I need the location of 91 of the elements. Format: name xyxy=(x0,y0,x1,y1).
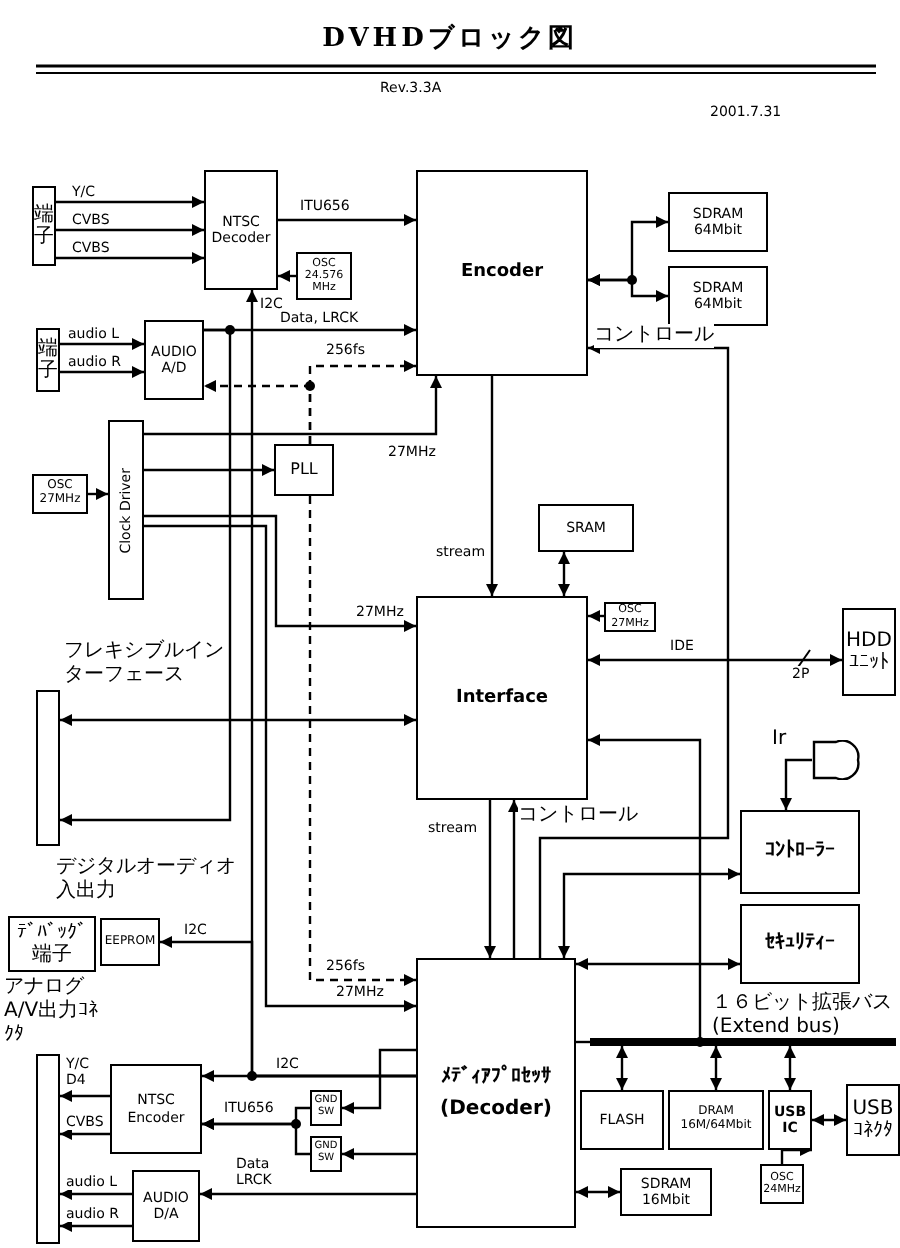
pll-block xyxy=(274,444,334,496)
arrow xyxy=(576,958,740,970)
arrow xyxy=(60,1128,110,1140)
arrow xyxy=(486,376,498,596)
side-label: デジタルオーディオ入出力 xyxy=(56,856,238,904)
usb-controller-block xyxy=(768,1090,812,1150)
arrow xyxy=(56,196,204,208)
arrow xyxy=(60,366,144,378)
side-label: １６ビット拡張バス (Extend bus) xyxy=(712,992,894,1040)
chip-block xyxy=(416,170,588,376)
clock-driver-block xyxy=(108,420,144,600)
dashed-arrow xyxy=(308,496,416,986)
decoder-block xyxy=(204,170,278,290)
connector-strip xyxy=(36,1054,60,1244)
node-label: ﾃﾞﾊﾞｯｸﾞ端子 xyxy=(15,921,89,967)
arrow xyxy=(60,338,144,350)
arrow xyxy=(588,610,604,622)
side-label: Ir xyxy=(772,728,789,752)
arrow xyxy=(202,1070,416,1082)
arrow xyxy=(588,654,842,666)
switch-block xyxy=(310,1090,342,1126)
node-label: 端子 xyxy=(38,338,58,382)
receiver-icon xyxy=(812,740,860,780)
converter-block xyxy=(144,320,204,400)
node-label: USB ｺﾈｸﾀ xyxy=(850,1097,896,1143)
arrow xyxy=(144,524,416,1012)
chip-block xyxy=(416,958,576,1228)
arrow xyxy=(558,552,570,596)
node-label: 端子 xyxy=(34,204,54,248)
arrow xyxy=(200,1188,416,1200)
arrow xyxy=(278,270,296,282)
arrow xyxy=(88,488,108,500)
encoder-block xyxy=(110,1064,202,1154)
arrow xyxy=(538,342,730,958)
usb-connector-block xyxy=(846,1084,900,1156)
arrow xyxy=(558,868,740,958)
edge-label: コントロール xyxy=(594,324,714,348)
arrow xyxy=(202,1118,310,1156)
dashed-arrow xyxy=(204,380,312,444)
diagram-title: DVHDブロック図 xyxy=(320,21,580,56)
arrow xyxy=(780,758,812,810)
side-label: アナログA/V出力ｺﾈｸﾀ xyxy=(4,976,101,1048)
arrow xyxy=(60,1090,110,1102)
memory-block xyxy=(668,266,768,326)
arrow xyxy=(576,1186,620,1198)
node-label: ｾｷｭﾘﾃｨｰ xyxy=(765,932,835,956)
security-block xyxy=(740,904,860,984)
memory-block xyxy=(620,1168,712,1216)
memory-block xyxy=(668,192,768,252)
arrow xyxy=(144,464,274,476)
memory-block xyxy=(580,1090,664,1150)
connector-strip xyxy=(32,186,56,266)
switch-block xyxy=(310,1136,342,1172)
arrow xyxy=(60,328,232,826)
arrow xyxy=(710,1046,722,1090)
arrow xyxy=(56,224,204,236)
node-label: ﾒﾃﾞｨｱﾌﾟﾛｾｯｻ xyxy=(441,1066,551,1089)
controller-block xyxy=(740,810,860,894)
side-label: フレキシブルインターフェース xyxy=(64,640,226,688)
node-label: ｺﾝﾄﾛｰﾗｰ xyxy=(765,840,835,864)
arrow xyxy=(56,252,204,264)
connector-strip xyxy=(36,328,60,392)
connector-strip xyxy=(36,690,60,846)
arrow xyxy=(60,714,416,726)
eeprom-block xyxy=(100,918,160,966)
arrow xyxy=(784,1046,796,1090)
arrow xyxy=(508,800,520,958)
arrow xyxy=(484,800,496,958)
edge-label: コントロール xyxy=(518,804,638,828)
node-label: PLL xyxy=(290,460,318,480)
memory-block xyxy=(668,1090,764,1150)
node-label: (Decoder) xyxy=(440,1097,552,1120)
chip-block xyxy=(416,596,588,800)
node-label: HDD ﾕﾆｯﾄ xyxy=(844,629,894,675)
arrow xyxy=(144,376,442,436)
arrow xyxy=(144,514,416,632)
arrow xyxy=(60,1188,132,1200)
oscillator-block xyxy=(760,1164,804,1204)
converter-block xyxy=(132,1170,200,1242)
node-label: Interface xyxy=(455,687,549,709)
arrow xyxy=(342,1048,416,1114)
arrow xyxy=(588,734,702,1038)
memory-block xyxy=(538,504,634,552)
arrow xyxy=(616,1046,628,1090)
arrow xyxy=(60,1220,132,1232)
drive-connector-block xyxy=(842,608,896,696)
arrow xyxy=(342,1148,416,1160)
node-label: Encoder xyxy=(460,262,544,284)
arrow xyxy=(812,1114,846,1126)
arrow xyxy=(588,274,668,302)
arrow xyxy=(278,214,416,226)
